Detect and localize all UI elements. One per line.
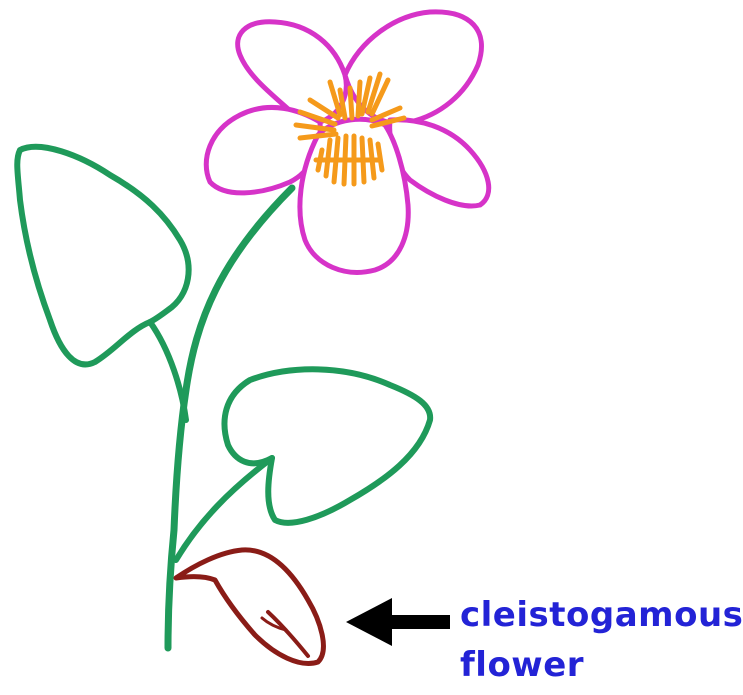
annotation-label-line1: cleistogamous xyxy=(460,598,743,632)
annotation-label-line2: flower xyxy=(460,648,584,682)
stem xyxy=(150,188,292,648)
petal-top-left xyxy=(238,22,347,122)
upper-leaf xyxy=(17,147,188,365)
cleistogamous-bud xyxy=(176,550,323,664)
arrow-icon xyxy=(346,598,450,646)
lower-leaf xyxy=(224,369,430,522)
